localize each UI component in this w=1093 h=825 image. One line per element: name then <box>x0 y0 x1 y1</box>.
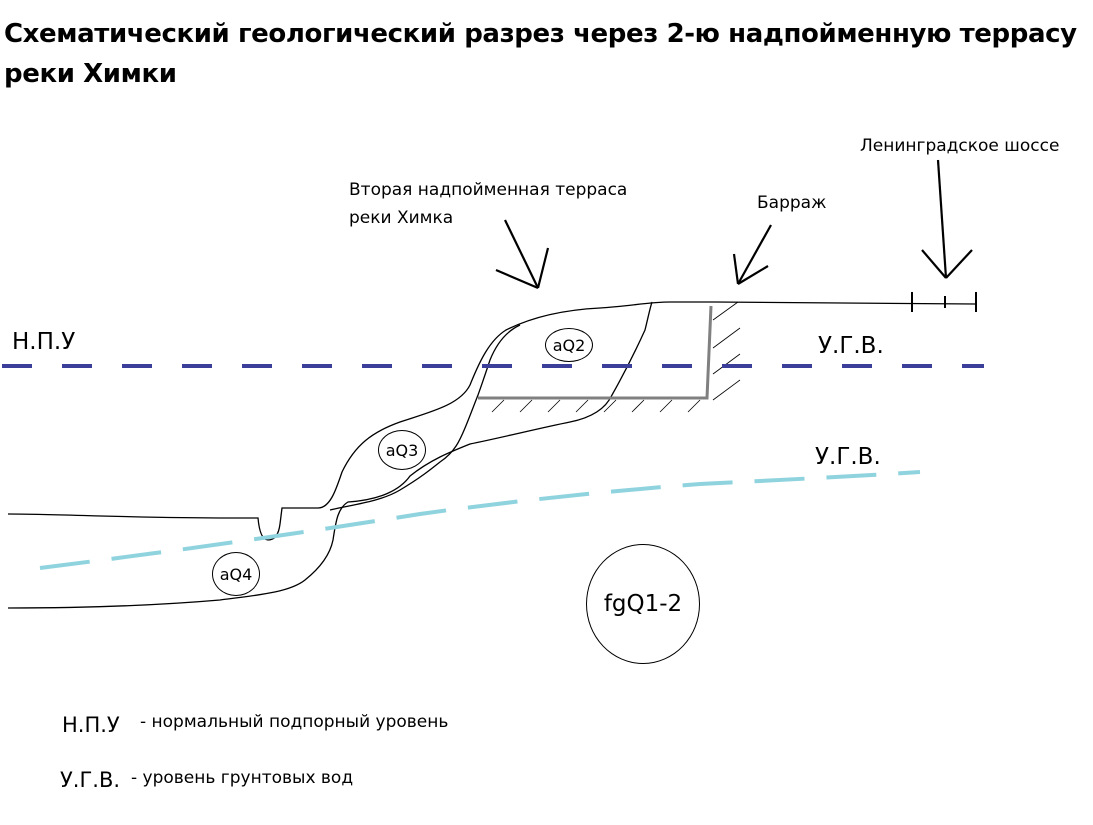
terrace-label-line1: Вторая надпойменная терраса <box>349 180 628 200</box>
barrage-wall <box>478 305 713 400</box>
deposit-aq3-label: aQ3 <box>385 440 419 460</box>
deposit-fgq-bubble: fgQ1-2 <box>586 544 700 664</box>
deposit-aq2-label: aQ2 <box>552 335 586 355</box>
legend-npu-desc: - нормальный подпорный уровень <box>140 712 449 732</box>
arrow-barrage <box>732 224 772 285</box>
barrage-label: Барраж <box>757 193 827 213</box>
deposit-aq2-bubble: aQ2 <box>545 328 593 362</box>
barrage-hatching <box>491 399 701 413</box>
legend-ugv-desc: - уровень грунтовых вод <box>131 768 354 788</box>
legend-ugv-term: У.Г.В. <box>60 768 121 792</box>
ground-surface-line <box>7 301 976 541</box>
legend-npu-term: Н.П.У <box>62 713 120 737</box>
npu-label: Н.П.У <box>12 329 76 355</box>
arrow-leningradskoe <box>921 159 973 279</box>
deposit-fgq-label: fgQ1-2 <box>603 591 683 617</box>
deposit-aq4-label: aQ4 <box>219 564 253 584</box>
terrace-label-line2: реки Химка <box>349 208 454 228</box>
deposit-aq3-bubble: aQ3 <box>378 430 426 470</box>
aq3-lower-boundary <box>329 324 521 511</box>
ugv-upper-label: У.Г.В. <box>818 333 884 359</box>
road-marks <box>911 292 977 312</box>
ugv-groundwater-line <box>39 470 921 570</box>
ugv-lower-label: У.Г.В. <box>815 444 881 470</box>
diagram-title: Схематический геологический разрез через… <box>4 19 1077 89</box>
leningradskoe-label: Ленинградское шоссе <box>860 136 1060 156</box>
barrage-wall-hatching <box>712 301 741 401</box>
arrow-terrace <box>495 219 550 290</box>
aq4-lower-boundary <box>7 301 653 609</box>
deposit-aq4-bubble: aQ4 <box>212 552 260 596</box>
